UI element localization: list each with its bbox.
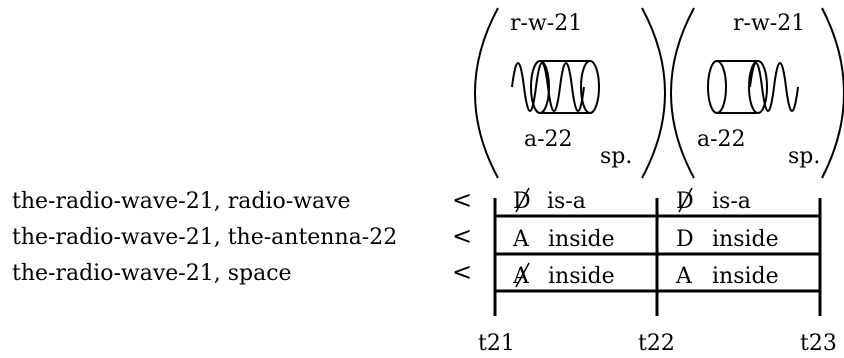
radio-wave-icon [749, 62, 799, 112]
row-label: the-radio-wave-21, radio-wave [12, 189, 351, 214]
antenna-label: a-22 [524, 127, 573, 152]
timeline-grid [493, 198, 822, 316]
left-paren-2 [670, 7, 695, 179]
negation-slash [678, 187, 693, 213]
timepoint-labels: t21 t22 t23 [478, 331, 837, 356]
less-than-operator: < [452, 258, 472, 286]
state-flag: D [676, 227, 694, 252]
radio-wave-label: r-w-21 [510, 11, 582, 36]
right-paren-1 [641, 7, 666, 179]
state-flag: A [512, 227, 530, 252]
negation-slash [515, 187, 530, 213]
antenna-cylinder-icon [530, 60, 600, 114]
interval-cells: D is-a D is-a A inside D inside A inside… [512, 187, 779, 289]
state-flag: A [675, 264, 693, 289]
row-label: the-radio-wave-21, the-antenna-22 [12, 225, 397, 250]
row-labels: the-radio-wave-21, radio-wave the-radio-… [12, 186, 472, 286]
less-than-operator: < [452, 186, 472, 214]
radio-wave-icon [511, 62, 585, 112]
space-label: sp. [788, 144, 820, 169]
antenna-label: a-22 [697, 127, 746, 152]
left-paren-1 [474, 7, 499, 179]
timepoint-label: t21 [478, 331, 515, 356]
space-label: sp. [600, 144, 632, 169]
radio-wave-label: r-w-21 [733, 11, 805, 36]
antenna-cylinder-icon [707, 60, 768, 114]
right-paren-2 [821, 7, 844, 179]
relation-name: inside [548, 264, 615, 289]
relation-name: is-a [712, 189, 751, 214]
relation-name: inside [712, 227, 779, 252]
timepoint-label: t23 [800, 331, 837, 356]
negation-slash [515, 262, 530, 288]
snapshot-1: r-w-21 a-22 sp. [474, 7, 666, 179]
snapshot-2: r-w-21 a-22 sp. [670, 7, 844, 179]
timepoint-label: t22 [638, 331, 675, 356]
less-than-operator: < [452, 222, 472, 250]
relation-name: inside [548, 227, 615, 252]
relation-name: inside [712, 264, 779, 289]
row-label: the-radio-wave-21, space [12, 261, 292, 286]
relation-name: is-a [547, 189, 586, 214]
